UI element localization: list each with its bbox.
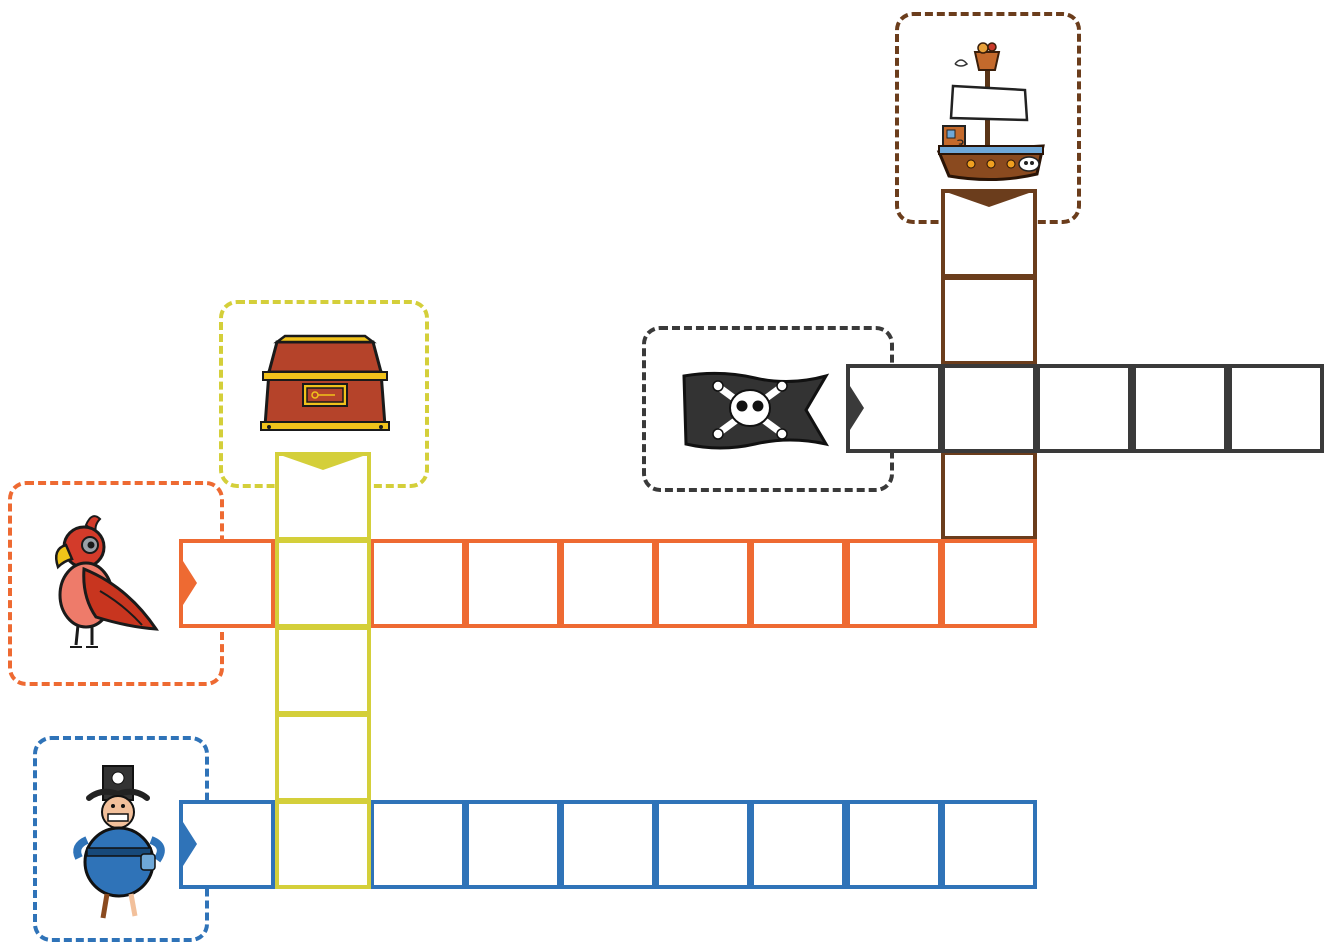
pirate-cell-3[interactable] xyxy=(370,800,466,889)
pirate-captain-picture xyxy=(73,765,165,919)
pirate-cell-8[interactable] xyxy=(846,800,942,889)
flag-ship-shared-cell[interactable] xyxy=(941,364,1037,453)
parrot-start-arrow xyxy=(183,561,197,605)
flag-cell-3[interactable] xyxy=(1036,364,1132,453)
parrot-picture xyxy=(55,515,159,648)
treasure-chest-picture xyxy=(260,334,390,431)
flag-cell-5[interactable] xyxy=(1228,364,1324,453)
pirate-cell-5[interactable] xyxy=(560,800,656,889)
ship-cell-2[interactable] xyxy=(941,276,1037,365)
pirate-cell-6[interactable] xyxy=(655,800,751,889)
flag-cell-4[interactable] xyxy=(1132,364,1228,453)
parrot-cell-6[interactable] xyxy=(655,539,751,628)
jolly-roger-flag-picture xyxy=(682,371,830,450)
pirate-clue-box xyxy=(33,736,209,942)
chest-cell-4[interactable] xyxy=(275,713,371,802)
chest-cell-2[interactable] xyxy=(275,539,371,628)
parrot-cell-4[interactable] xyxy=(465,539,561,628)
flag-start-arrow xyxy=(850,386,864,430)
chest-cell-3[interactable] xyxy=(275,626,371,715)
pirate-cell-4[interactable] xyxy=(465,800,561,889)
pirate-cell-9[interactable] xyxy=(941,800,1037,889)
chest-cell-5[interactable] xyxy=(275,800,371,889)
flag-cell-1[interactable] xyxy=(846,364,942,453)
ship-cell-4[interactable] xyxy=(941,451,1037,540)
parrot-ship-shared-cell[interactable] xyxy=(941,539,1037,628)
chest-start-arrow xyxy=(283,456,363,470)
parrot-cell-8[interactable] xyxy=(846,539,942,628)
ship-start-arrow xyxy=(949,193,1029,207)
parrot-cell-3[interactable] xyxy=(370,539,466,628)
pirate-cell-7[interactable] xyxy=(750,800,846,889)
pirate-ship-picture: 3 xyxy=(936,42,1045,182)
ship-clue-box: 3 xyxy=(895,12,1081,224)
pirate-start-arrow xyxy=(183,822,197,866)
parrot-cell-7[interactable] xyxy=(750,539,846,628)
parrot-cell-5[interactable] xyxy=(560,539,656,628)
